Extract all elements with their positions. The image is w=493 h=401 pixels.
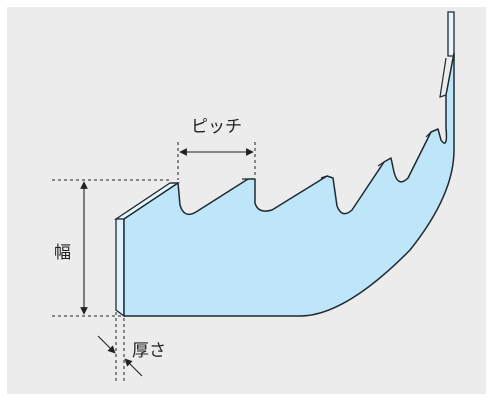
blade-side-surface: [115, 218, 125, 318]
thickness-label: 厚さ: [132, 341, 166, 361]
tooth-edges: [170, 57, 447, 184]
thickness-arrow-right: [124, 358, 143, 377]
width-label: 幅: [54, 243, 71, 263]
blade-back-strip: [447, 11, 455, 57]
blade-face: [123, 52, 455, 317]
pitch-label: ピッチ: [191, 117, 242, 137]
thickness-arrow-left: [97, 335, 116, 354]
